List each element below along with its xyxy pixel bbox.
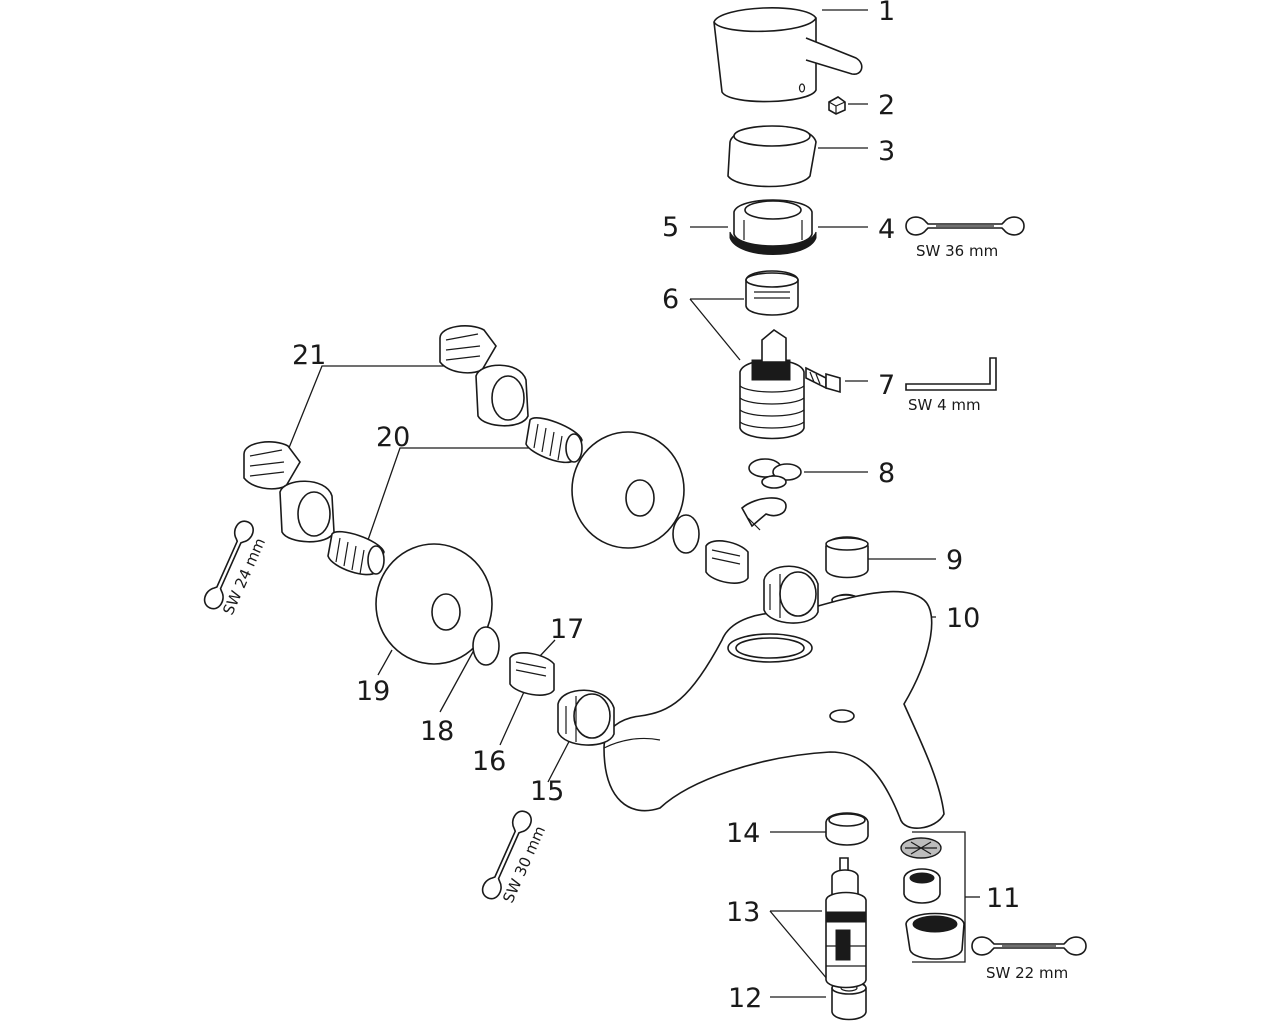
lever-handle <box>713 7 863 103</box>
part-label-14: 14 <box>726 818 760 849</box>
part-label-3: 3 <box>878 136 895 167</box>
lower-filter <box>327 530 385 576</box>
grub-screw <box>828 96 846 115</box>
upper-union-nut <box>763 565 819 624</box>
threaded-nut <box>729 199 817 255</box>
lower-rosette <box>375 543 493 665</box>
wrench-icon <box>481 810 532 900</box>
part-label-13: 13 <box>726 897 760 928</box>
part-label-17: 17 <box>550 614 584 645</box>
wrench-icon <box>971 936 1087 956</box>
tool-label-sw22: SW 22 mm <box>986 964 1068 982</box>
hex-key-icon <box>905 357 997 391</box>
part-label-7: 7 <box>878 370 895 401</box>
screw <box>805 366 841 394</box>
tool-labels: SW 36 mm SW 4 mm SW 22 mm SW 24 mm SW 30… <box>219 242 1068 982</box>
part-label-19: 19 <box>356 676 390 707</box>
upper-rosette <box>571 431 685 549</box>
part-label-4: 4 <box>878 214 895 245</box>
tool-label-sw36: SW 36 mm <box>916 242 998 260</box>
lower-o-ring <box>472 626 500 666</box>
upper-o-ring <box>672 514 700 554</box>
part-label-15: 15 <box>530 776 564 807</box>
aerator-set <box>900 837 965 960</box>
tool-label-sw30: SW 30 mm <box>499 823 549 905</box>
part-label-16: 16 <box>472 746 506 777</box>
o-ring-set <box>740 458 802 531</box>
cartridge <box>739 270 805 440</box>
part-label-8: 8 <box>878 458 895 489</box>
part-label-6: 6 <box>662 284 679 315</box>
part-label-18: 18 <box>420 716 454 747</box>
part-label-21: 21 <box>292 340 326 371</box>
tool-label-sw4: SW 4 mm <box>908 396 981 414</box>
lower-eccentric-connector <box>243 441 335 543</box>
upper-filter <box>525 417 583 464</box>
lower-adapter <box>509 652 555 696</box>
part-labels: 1 2 3 4 5 6 7 8 9 10 11 12 13 14 15 16 1… <box>292 0 1020 1014</box>
part-label-1: 1 <box>878 0 895 27</box>
wrench-icon <box>203 520 254 610</box>
part-label-10: 10 <box>946 603 980 634</box>
cover-cap <box>727 125 817 188</box>
mixer-body <box>603 590 945 829</box>
part-label-11: 11 <box>986 883 1020 914</box>
plug-cap <box>825 536 869 579</box>
part-label-2: 2 <box>878 90 895 121</box>
part-label-5: 5 <box>662 212 679 243</box>
ring <box>825 812 869 846</box>
part-label-9: 9 <box>946 545 963 576</box>
part-label-12: 12 <box>728 983 762 1014</box>
upper-adapter <box>705 540 749 584</box>
lower-union-nut <box>557 689 615 746</box>
upper-eccentric-connector <box>439 325 529 427</box>
part-label-20: 20 <box>376 422 410 453</box>
wrench-icon <box>905 216 1025 236</box>
diverter-cartridge <box>825 857 867 989</box>
